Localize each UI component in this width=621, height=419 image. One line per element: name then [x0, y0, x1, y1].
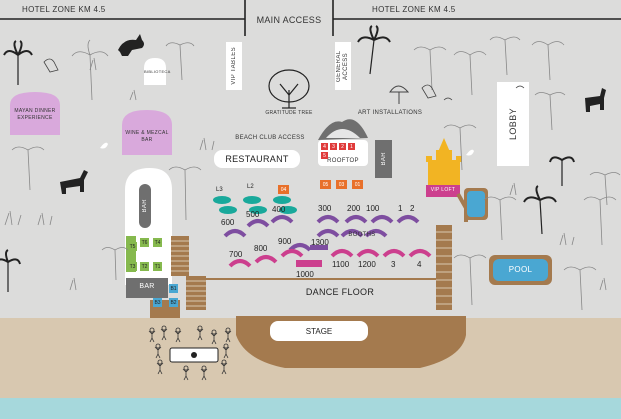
dance-floor-label: DANCE FLOOR: [305, 287, 375, 297]
vip-loft-label: VIP LOFT: [430, 187, 456, 193]
lobby-label: LOBBY: [508, 107, 518, 140]
mayan-dinner-dome: [10, 92, 60, 135]
section-4[interactable]: 4: [417, 260, 422, 269]
section-3[interactable]: 3: [391, 260, 396, 269]
booths-pink: [228, 249, 432, 268]
feathers: [100, 142, 474, 156]
stair-left-lower-lines: [186, 280, 206, 307]
general-access-panel: [335, 42, 351, 90]
roads: [0, 0, 621, 36]
section-1100[interactable]: 1100: [332, 260, 350, 269]
section-1000[interactable]: 1000: [296, 270, 314, 279]
road-left-label: HOTEL ZONE KM 4.5: [22, 5, 106, 14]
dance-floor-line: [205, 278, 436, 280]
left-bar-vertical-label: BAR: [142, 199, 148, 213]
mushroom-icon: [389, 85, 410, 104]
booth-1300: [310, 245, 328, 250]
booths-label: BOOTHS: [348, 232, 376, 238]
stair-right: [436, 225, 452, 310]
section-1200[interactable]: 1200: [358, 260, 376, 269]
wine-mezcal-label: WINE & MEZCAL BAR: [125, 130, 169, 143]
rooftop-table-1[interactable]: 1: [348, 143, 355, 150]
table-t2[interactable]: T2: [140, 262, 149, 271]
vip-tables-label: VIP TABLES: [231, 47, 237, 85]
grass-sketches: [4, 57, 607, 291]
booth-1000: [296, 260, 322, 267]
table-t6[interactable]: T6: [140, 238, 149, 247]
left-bar-label: BAR: [139, 283, 155, 290]
pool-label: POOL: [508, 265, 533, 274]
biblioteca-dome: [144, 58, 166, 85]
table-t3[interactable]: T3: [128, 262, 137, 271]
l-tables: [213, 196, 297, 214]
table-b2[interactable]: B2: [169, 298, 178, 307]
llama-icon: [118, 34, 144, 56]
stair-left-lines: [171, 240, 189, 272]
biblioteca-label: BIBLIOTECA: [144, 69, 171, 74]
rooftop-label: ROOFTOP: [327, 158, 359, 164]
rooftop-table-3[interactable]: 3: [330, 143, 337, 150]
section-100[interactable]: 100: [366, 204, 380, 213]
gratitude-tree-icon: [268, 69, 310, 109]
lobby-box: [497, 82, 529, 166]
deer-icon: [60, 170, 88, 194]
orange-table-01[interactable]: 01: [352, 180, 363, 189]
rooftop-table-2[interactable]: 2: [339, 143, 346, 150]
section-1[interactable]: 1: [398, 204, 403, 213]
section-200[interactable]: 200: [347, 204, 361, 213]
stage-pill[interactable]: STAGE: [270, 321, 368, 341]
section-900[interactable]: 900: [278, 237, 292, 246]
rooftop-table-4[interactable]: 4: [321, 143, 328, 150]
section-2[interactable]: 2: [410, 204, 415, 213]
restaurant-pill[interactable]: RESTAURANT: [214, 150, 300, 168]
mayan-dinner-label: MAYAN DINNER EXPERIENCE: [14, 108, 56, 121]
main-access-label: MAIN ACCESS: [252, 15, 326, 25]
castle-icon: [426, 138, 462, 186]
palm-trees: [0, 25, 575, 292]
deer-icon-right: [585, 88, 606, 112]
vip-tables-panel: [226, 42, 242, 90]
table-b3[interactable]: B3: [153, 298, 162, 307]
orange-table-05[interactable]: 05: [320, 180, 331, 189]
rooftop-bar-panel: [375, 140, 392, 178]
table-b1[interactable]: B1: [169, 284, 178, 293]
section-700[interactable]: 700: [229, 250, 243, 259]
table-t5[interactable]: T5: [128, 242, 137, 251]
crowd-figures: [148, 325, 232, 381]
section-400[interactable]: 400: [272, 205, 286, 214]
beach-club-access-label: BEACH CLUB ACCESS: [235, 135, 305, 141]
table-t4[interactable]: T4: [153, 238, 162, 247]
rooftop-bar-label: BAR: [380, 152, 387, 166]
left-bar-shelf: [126, 278, 168, 298]
art-installations-label: ART INSTALLATIONS: [357, 110, 423, 116]
road-right-label: HOTEL ZONE KM 4.5: [372, 5, 456, 14]
wine-bar-dome: [122, 110, 172, 155]
section-1300[interactable]: 1300: [311, 238, 329, 247]
sketch-palms: [11, 36, 621, 311]
section-300[interactable]: 300: [318, 204, 332, 213]
stair-right-lines: [436, 231, 452, 305]
section-600[interactable]: 600: [221, 218, 235, 227]
l2-label: L2: [247, 184, 254, 190]
orange-table-03[interactable]: 03: [336, 180, 347, 189]
table-t1[interactable]: T1: [153, 262, 162, 271]
gratitude-tree-label: GRATITUDE TREE: [265, 110, 313, 116]
general-access-label: GENERAL ACCESS: [336, 50, 349, 82]
bird-icons: [43, 58, 525, 101]
rooftop-table-5[interactable]: 5: [321, 152, 328, 159]
section-800[interactable]: 800: [254, 244, 268, 253]
booths-purple: [223, 215, 420, 252]
orange-table-04[interactable]: 04: [278, 185, 289, 194]
l3-label: L3: [216, 187, 223, 193]
left-bar-counter: [139, 184, 151, 228]
section-500[interactable]: 500: [246, 210, 260, 219]
vip-loft-box: [426, 185, 460, 197]
vip-platform: [126, 236, 136, 272]
sea: [0, 398, 621, 419]
